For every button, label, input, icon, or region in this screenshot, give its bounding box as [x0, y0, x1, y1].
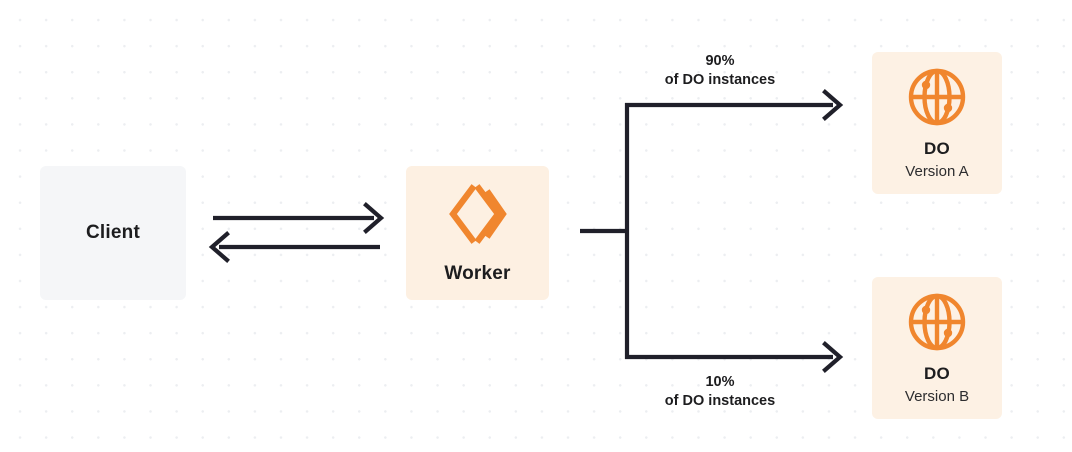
node-worker[interactable]: Worker [406, 166, 549, 300]
cloudflare-workers-icon [447, 181, 509, 247]
edge-worker-to-do-b [625, 341, 844, 373]
edge-label-10-percent-line1: 10% [705, 374, 735, 390]
edge-label-90-percent-line1: 90% [705, 53, 735, 69]
node-do-version-b-subtitle: Version B [904, 388, 970, 405]
globe-icon [906, 291, 968, 353]
edge-label-90-percent-line2: of DO instances [664, 72, 776, 88]
node-do-version-a[interactable]: DO Version A [872, 52, 1002, 194]
edge-worker-to-do-a [625, 89, 844, 121]
node-worker-title: Worker [444, 263, 511, 284]
edge-client-to-worker [213, 202, 385, 234]
globe-icon [906, 66, 968, 128]
edge-label-10-percent: 10% of DO instances [620, 373, 820, 411]
node-do-version-a-title: DO [924, 139, 950, 158]
edge-label-90-percent: 90% of DO instances [620, 52, 820, 90]
edge-label-10-percent-line2: of DO instances [664, 393, 776, 409]
node-do-version-b[interactable]: DO Version B [872, 277, 1002, 419]
node-do-version-b-title: DO [924, 364, 950, 383]
edge-worker-to-client [208, 231, 380, 263]
node-do-version-a-subtitle: Version A [905, 163, 969, 180]
node-client[interactable]: Client [40, 166, 186, 300]
node-client-title: Client [86, 222, 140, 243]
